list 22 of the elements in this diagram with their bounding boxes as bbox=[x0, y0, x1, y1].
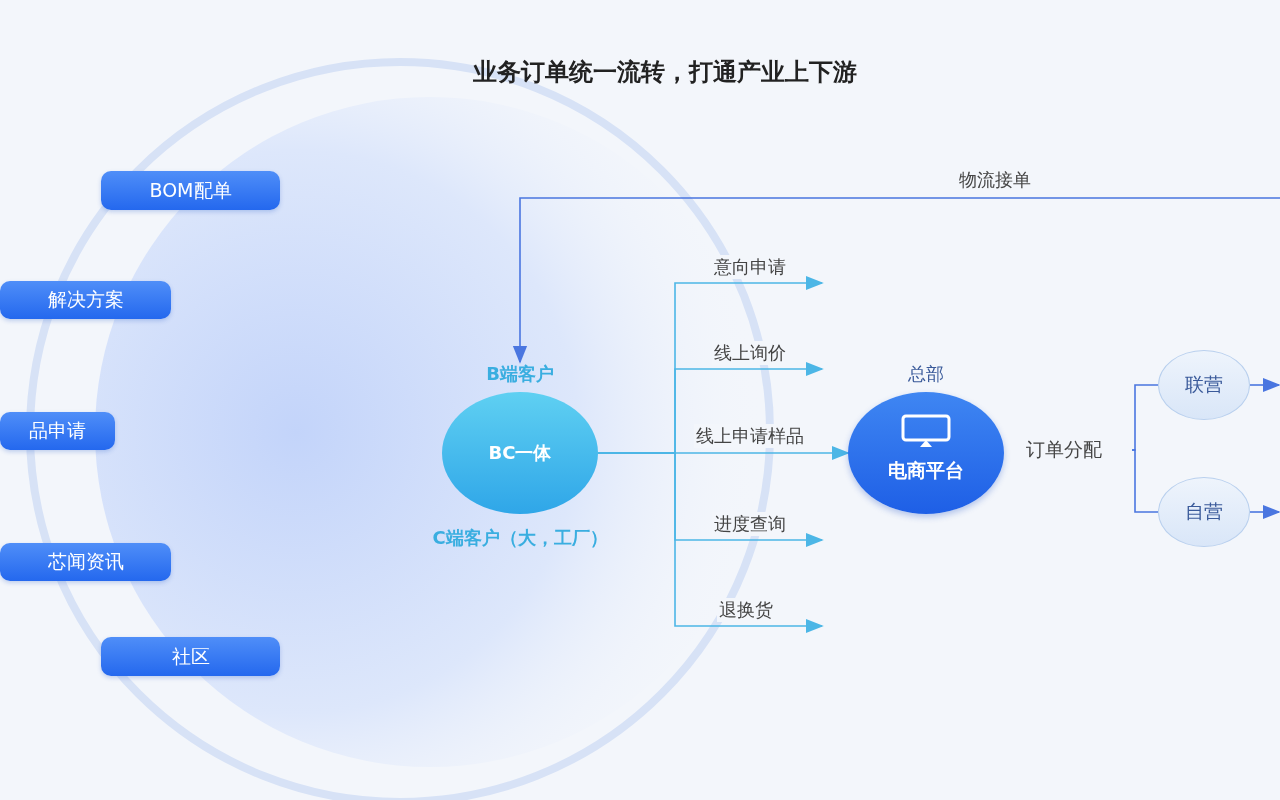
channel-circle: 自营 bbox=[1158, 477, 1250, 547]
connector-arrow bbox=[1249, 504, 1280, 520]
branch-label: 订单分配 bbox=[1026, 437, 1102, 463]
circle-heading: 总部 bbox=[908, 363, 944, 384]
edge-label: 退换货 bbox=[717, 598, 775, 622]
edge-label: 线上申请样品 bbox=[694, 424, 806, 448]
circle-label: 电商平台 bbox=[888, 459, 964, 481]
connector-arrow bbox=[512, 197, 1280, 364]
connector-arrow bbox=[1249, 377, 1280, 393]
menu-pill: 解决方案 bbox=[0, 281, 171, 319]
menu-pill: BOM配单 bbox=[101, 171, 280, 210]
circle-heading: B端客户 bbox=[486, 363, 554, 384]
edge-label: 物流接单 bbox=[957, 168, 1033, 192]
circle-caption: C端客户（大，工厂） bbox=[432, 527, 608, 548]
menu-pill: 社区 bbox=[101, 637, 280, 676]
edge-label: 意向申请 bbox=[712, 255, 788, 279]
edge-label: 线上询价 bbox=[712, 341, 788, 365]
menu-pill: 芯闻资讯 bbox=[0, 543, 171, 581]
menu-pill: 品申请 bbox=[0, 412, 115, 450]
title: 业务订单统一流转，打通产业上下游 bbox=[472, 58, 857, 86]
edge-label: 进度查询 bbox=[712, 512, 788, 536]
channel-circle: 联营 bbox=[1158, 350, 1250, 420]
